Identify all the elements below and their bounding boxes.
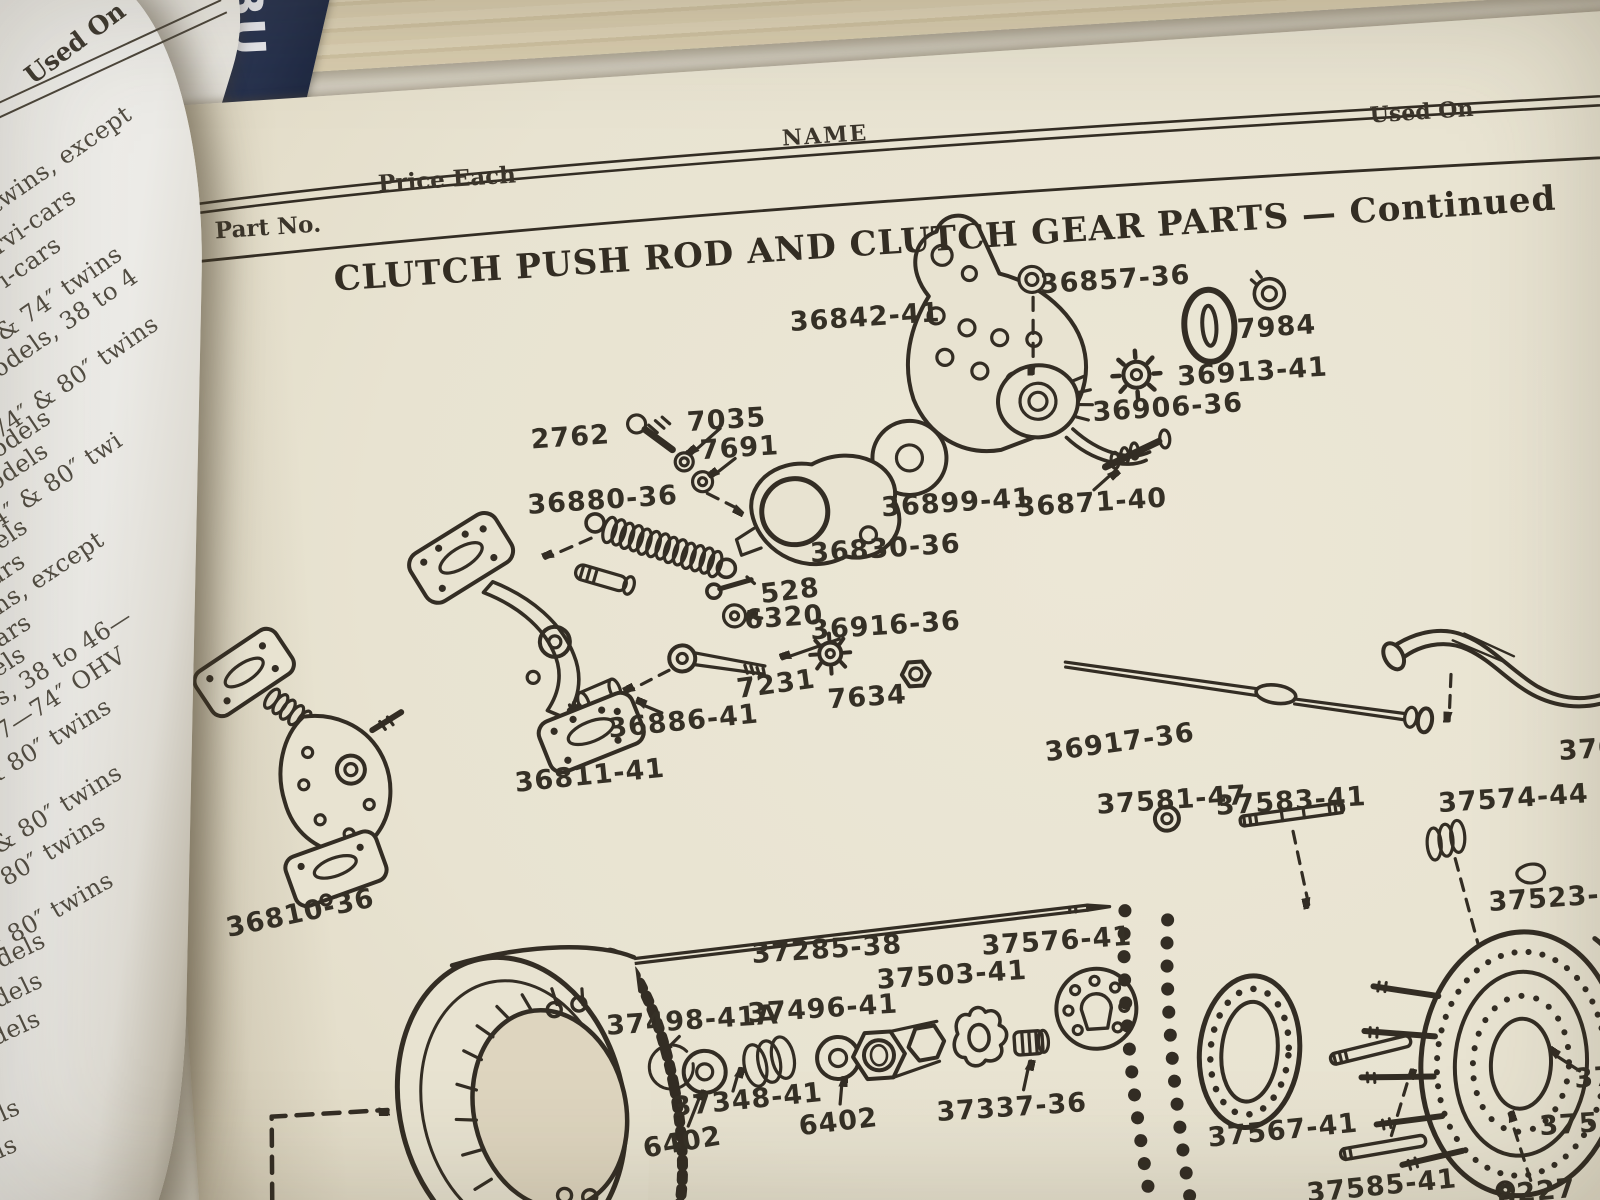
adjacent-used-on-header: Used On — [19, 0, 131, 90]
cover-and-fasteners-art — [626, 413, 949, 567]
catalog-page: Part No. Price Each NAME Used On CLUTCH … — [110, 0, 1600, 1200]
part-label-37: 37 — [1573, 1061, 1600, 1095]
adjacent-page-line-25: odels — [0, 1129, 22, 1183]
adjuster-parts-row-art — [647, 1005, 1051, 1128]
part-label-2762: 2762 — [529, 419, 611, 456]
part-label-7691: 7691 — [698, 430, 780, 467]
push-rod-art — [618, 903, 1112, 967]
part-label-7984: 7984 — [1236, 309, 1318, 346]
clevis-link-art — [667, 575, 932, 689]
bearing-hub-art — [1054, 904, 1600, 1200]
part-label-375: 375 — [1538, 1107, 1600, 1143]
pedal-assembly-art — [407, 511, 671, 775]
part-label-370: 370 — [1557, 732, 1600, 768]
return-spring-art — [543, 512, 738, 580]
left-pedal-assembly-art — [192, 626, 405, 909]
release-bracket-art — [906, 213, 1287, 471]
adjacent-page-line-23: models — [0, 1004, 45, 1068]
part-label-7634: 7634 — [826, 679, 908, 716]
clutch-drum-art — [269, 945, 689, 1200]
clutch-rod-art — [1063, 438, 1600, 735]
header-rules — [160, 89, 1600, 266]
exploded-parts-diagram — [160, 89, 1600, 1200]
